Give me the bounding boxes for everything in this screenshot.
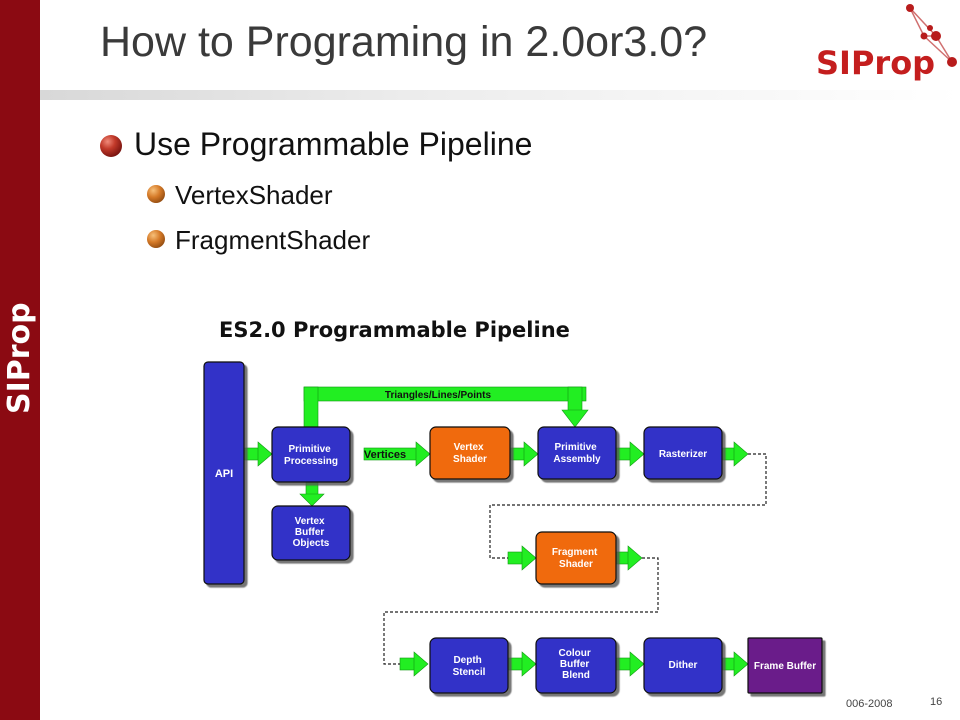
pp-label-1: Primitive xyxy=(288,444,331,455)
colour-buffer-blend-block xyxy=(535,637,617,694)
svg-text:Primitive Processing: Primitive Processing xyxy=(284,444,338,467)
svg-text:Depth Stencil: Depth Stencil xyxy=(453,655,486,678)
dither-label: Dither xyxy=(669,660,698,671)
arrow-cbb-dither xyxy=(615,657,633,671)
fs-label-1: Fragment xyxy=(552,547,598,558)
svg-text:Fragment Shader: Fragment Shader xyxy=(552,547,600,570)
vbo-block xyxy=(271,505,351,561)
dashed-connectors xyxy=(383,453,767,665)
brand-logo: SIProp xyxy=(816,4,957,82)
vbo-label-2: Buffer xyxy=(295,527,325,538)
sidebar-logo: SIProp xyxy=(2,302,37,414)
depth-stencil-block xyxy=(429,637,509,694)
cbb-label-1: Colour xyxy=(559,648,591,659)
svg-text:Primitive Assembly: Primitive Assembly xyxy=(553,442,601,465)
dither-block xyxy=(643,637,723,694)
ds-label-2: Stencil xyxy=(453,667,486,678)
fs-label-2: Shader xyxy=(559,559,593,570)
vertices-label: Vertices xyxy=(364,449,406,461)
primitive-processing-block xyxy=(271,426,351,483)
brand-logo-text: SIProp xyxy=(816,44,935,82)
sidebar-band: SIProp xyxy=(0,0,40,720)
vs-label-1: Vertex xyxy=(454,442,484,453)
pipeline-diagram: ES2.0 Programmable Pipeline Triangles/Li… xyxy=(203,318,823,694)
slide-title: How to Programing in 2.0or3.0? xyxy=(100,18,708,66)
svg-text:Colour Buffer Blen: Colour Buffer Blend xyxy=(559,648,594,681)
frame-buffer-label: Frame Buffer xyxy=(754,661,816,672)
molecule-nodes xyxy=(906,4,957,67)
arrow-api-pp xyxy=(243,447,261,461)
ds-label-1: Depth xyxy=(453,655,481,666)
cbb-label-2: Buffer xyxy=(560,659,590,670)
rasterizer-block xyxy=(643,426,723,480)
vs-label-2: Shader xyxy=(453,454,487,465)
api-block xyxy=(203,361,245,585)
top-arrow-label: Triangles/Lines/Points xyxy=(385,390,492,401)
bullet-vertexshader: VertexShader xyxy=(175,180,333,210)
pa-label-1: Primitive xyxy=(554,442,597,453)
diagram-title: ES2.0 Programmable Pipeline xyxy=(219,318,570,342)
sub-bullet-icon xyxy=(147,185,165,203)
arrow-in-fs xyxy=(507,551,525,565)
svg-text:Vertex Buffer Obje: Vertex Buffer Objects xyxy=(293,516,330,549)
fragment-shader-block xyxy=(535,531,617,585)
arrow-pa-ras xyxy=(615,447,633,461)
bullet-fragmentshader: FragmentShader xyxy=(175,225,371,255)
pa-label-2: Assembly xyxy=(553,454,601,465)
primitive-assembly-block xyxy=(537,426,617,480)
bullet-main: Use Programmable Pipeline xyxy=(134,126,533,162)
api-label: API xyxy=(215,468,233,480)
cbb-label-3: Blend xyxy=(562,670,590,681)
footer-copyright: 006-2008 xyxy=(846,698,893,710)
arrow-in-ds xyxy=(399,657,417,671)
pp-label-2: Processing xyxy=(284,456,338,467)
title-divider xyxy=(40,90,960,100)
arrow-vs-pa xyxy=(509,447,527,461)
top-loop-arrow xyxy=(303,386,589,428)
page-number: 16 xyxy=(930,696,943,708)
arrow-ds-cbb xyxy=(507,657,525,671)
svg-text:Vertex Shader: Vertex Shader xyxy=(453,442,487,465)
sub-bullet-icon xyxy=(147,230,165,248)
vbo-label-3: Objects xyxy=(293,538,330,549)
flow-arrows xyxy=(243,441,749,677)
frame-buffer-block xyxy=(747,637,823,694)
vbo-label-1: Vertex xyxy=(295,516,325,527)
vertex-shader-block xyxy=(429,426,511,480)
bullet-icon xyxy=(100,135,122,157)
rasterizer-label: Rasterizer xyxy=(659,449,707,460)
